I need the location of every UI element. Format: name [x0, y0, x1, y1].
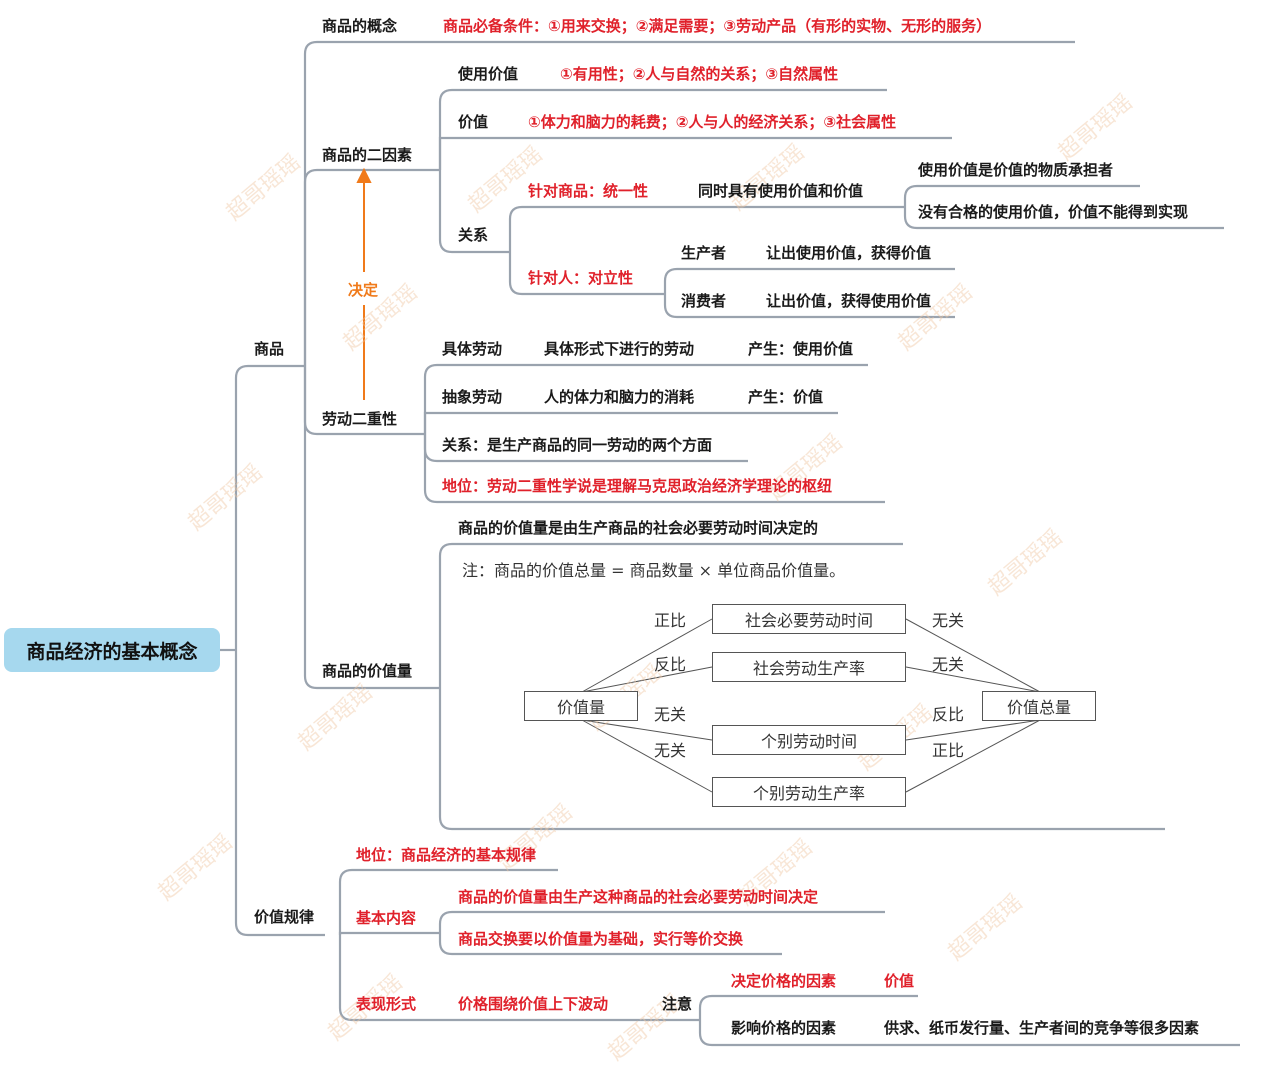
concrete-labor-produces: 产生：使用价值: [748, 340, 854, 358]
node-basic-content[interactable]: 基本内容: [356, 909, 417, 927]
consumer-detail: 让出价值，获得使用价值: [766, 292, 932, 310]
right-relation-2: 无关: [932, 655, 965, 674]
node-abstract-labor[interactable]: 抽象劳动: [442, 388, 503, 406]
node-two-factors[interactable]: 商品的二因素: [322, 146, 413, 164]
left-relation-3: 无关: [654, 705, 687, 724]
form-detail: 价格围绕价值上下波动: [458, 995, 609, 1013]
unity-sub-1: 使用价值是价值的物质承担者: [918, 161, 1114, 179]
use-value-detail: ①有用性；②人与自然的关系；③自然属性: [560, 65, 839, 83]
node-form[interactable]: 表现形式: [356, 995, 417, 1013]
commodity-concept-detail: 商品必备条件：①用来交换；②满足需要；③劳动产品（有形的实物、无形的服务）: [443, 17, 992, 35]
right-relation-4: 正比: [932, 741, 965, 760]
dual-labor-status: 地位：劳动二重性学说是理解马克思政治经济学理论的枢纽: [442, 477, 833, 495]
unity-sub-2: 没有合格的使用价值，价值不能得到实现: [918, 203, 1189, 221]
node-determine-price[interactable]: 决定价格的因素: [731, 972, 837, 990]
decides-label: 决定: [348, 281, 379, 299]
affect-price-value: 供求、纸币发行量、生产者间的竞争等很多因素: [884, 1019, 1200, 1037]
left-relation-2: 反比: [654, 655, 687, 674]
value-quantity-note: 注：商品的价值总量 = 商品数量 × 单位商品价值量。: [462, 561, 846, 580]
law-status: 地位：商品经济的基本规律: [356, 846, 537, 864]
abstract-labor-produces: 产生：价值: [748, 388, 824, 406]
diagram-middle-box-1: 社会必要劳动时间: [712, 604, 906, 634]
node-affect-price[interactable]: 影响价格的因素: [731, 1019, 837, 1037]
node-dual-labor[interactable]: 劳动二重性: [322, 410, 398, 428]
diagram-middle-box-3: 个别劳动时间: [712, 725, 906, 755]
right-relation-3: 反比: [932, 705, 965, 724]
node-commodity[interactable]: 商品: [254, 340, 285, 358]
abstract-labor-desc: 人的体力和脑力的消耗: [544, 388, 695, 406]
diagram-left-box: 价值量: [524, 691, 638, 721]
value-detail: ①体力和脑力的耗费；②人与人的经济关系；③社会属性: [528, 113, 897, 131]
basic-content-item-1: 商品的价值量由生产这种商品的社会必要劳动时间决定: [458, 888, 819, 906]
root-node[interactable]: 商品经济的基本概念: [4, 628, 220, 672]
node-value[interactable]: 价值: [458, 113, 489, 131]
diagram-right-box: 价值总量: [982, 691, 1096, 721]
node-unity[interactable]: 针对商品：统一性: [528, 182, 649, 200]
unity-detail: 同时具有使用价值和价值: [698, 182, 864, 200]
node-relation[interactable]: 关系: [458, 226, 489, 244]
basic-content-item-2: 商品交换要以价值量为基础，实行等价交换: [458, 930, 744, 948]
node-producer[interactable]: 生产者: [681, 244, 727, 262]
determine-price-value: 价值: [884, 972, 915, 990]
left-relation-4: 无关: [654, 741, 687, 760]
node-opposition[interactable]: 针对人：对立性: [528, 269, 634, 287]
node-law-of-value[interactable]: 价值规律: [254, 908, 315, 926]
right-relation-1: 无关: [932, 611, 965, 630]
node-value-quantity[interactable]: 商品的价值量: [322, 662, 413, 680]
dual-labor-relation: 关系：是生产商品的同一劳动的两个方面: [442, 436, 713, 454]
node-concrete-labor[interactable]: 具体劳动: [442, 340, 503, 358]
diagram-middle-box-4: 个别劳动生产率: [712, 777, 906, 807]
concrete-labor-desc: 具体形式下进行的劳动: [544, 340, 695, 358]
left-relation-1: 正比: [654, 611, 687, 630]
diagram-middle-box-2: 社会劳动生产率: [712, 652, 906, 682]
node-use-value[interactable]: 使用价值: [458, 65, 519, 83]
value-quantity-statement: 商品的价值量是由生产商品的社会必要劳动时间决定的: [458, 519, 819, 537]
producer-detail: 让出使用价值，获得价值: [766, 244, 932, 262]
node-consumer[interactable]: 消费者: [681, 292, 727, 310]
node-commodity-concept[interactable]: 商品的概念: [322, 17, 398, 35]
node-note[interactable]: 注意: [662, 995, 693, 1013]
